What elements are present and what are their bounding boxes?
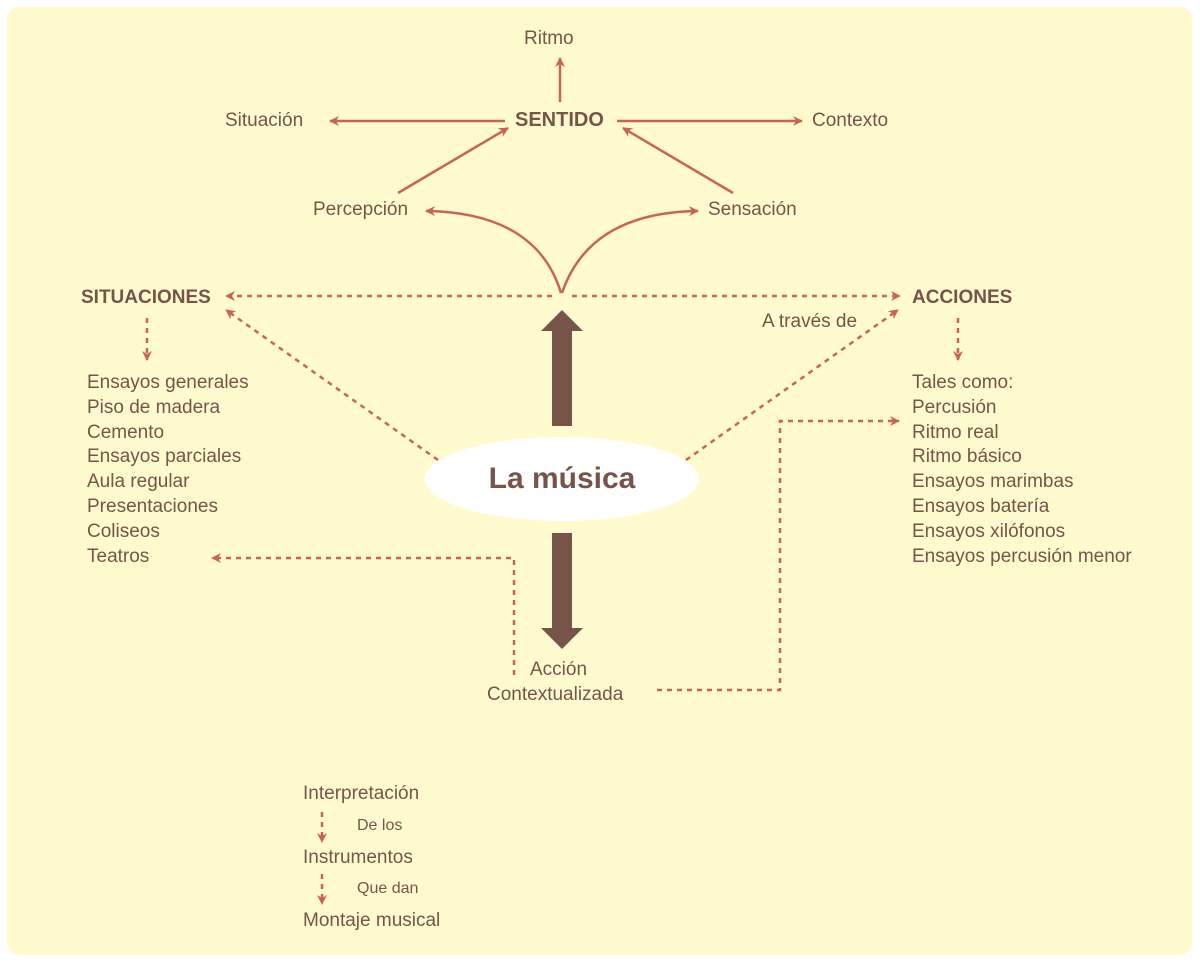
arrow-percepcion-sentido xyxy=(397,126,509,195)
central-node-ellipse xyxy=(425,437,699,521)
node-contexto: Contexto xyxy=(812,110,889,131)
list-item: Presentaciones xyxy=(87,495,218,517)
arrow-to-sensacion xyxy=(560,206,699,294)
central-node-label: La música xyxy=(488,462,636,495)
node-sensacion: Sensación xyxy=(708,199,797,220)
dashed-accion-to-acciones-list xyxy=(657,416,900,692)
thick-arrow-up xyxy=(541,310,583,426)
list-item: Tales como: xyxy=(912,372,1014,393)
dashed-accion-to-teatros xyxy=(211,553,516,675)
node-accion-line2: Contextualizada xyxy=(487,684,624,705)
list-item: Ensayos parciales xyxy=(87,446,242,468)
arrow-to-percepcion xyxy=(425,206,563,294)
flow-step-montaje: Montaje musical xyxy=(303,910,441,931)
arrow-sensacion-sentido xyxy=(622,126,734,195)
acciones-list: Tales como: Percusión Ritmo real Ritmo b… xyxy=(912,371,1132,569)
thick-arrow-down xyxy=(541,533,583,649)
dashed-musica-situaciones xyxy=(225,308,439,462)
situaciones-list: Ensayos generales Piso de madera Cemento… xyxy=(87,371,249,569)
list-item: Cemento xyxy=(87,421,165,443)
list-item: Teatros xyxy=(87,545,150,567)
list-item: Ritmo básico xyxy=(912,446,1022,468)
node-situacion: Situación xyxy=(225,110,304,131)
node-percepcion: Percepción xyxy=(313,199,409,220)
list-item: Ensayos percusión menor xyxy=(912,545,1132,567)
list-item: Percusión xyxy=(912,396,997,418)
list-item: Ensayos generales xyxy=(87,372,249,393)
node-ritmo: Ritmo xyxy=(524,28,574,49)
list-item: Ensayos xilófonos xyxy=(912,520,1066,542)
list-item: Aula regular xyxy=(87,471,190,493)
flow-step-interpretacion: Interpretación xyxy=(303,783,420,804)
list-item: Ritmo real xyxy=(912,421,999,443)
label-a-traves-de: A través de xyxy=(762,311,858,332)
list-item: Ensayos batería xyxy=(912,495,1050,517)
dashed-musica-acciones xyxy=(685,308,899,462)
node-sentido: SENTIDO xyxy=(515,109,604,131)
flow-link-de-los: De los xyxy=(357,817,403,834)
node-acciones: ACCIONES xyxy=(912,287,1013,308)
node-situaciones: SITUACIONES xyxy=(81,287,211,308)
node-accion-line1: Acción xyxy=(530,659,588,680)
flow-link-que-dan: Que dan xyxy=(357,880,419,897)
flow-step-instrumentos: Instrumentos xyxy=(303,847,413,868)
list-item: Coliseos xyxy=(87,520,160,542)
list-item: Ensayos marimbas xyxy=(912,471,1074,493)
list-item: Piso de madera xyxy=(87,396,221,418)
